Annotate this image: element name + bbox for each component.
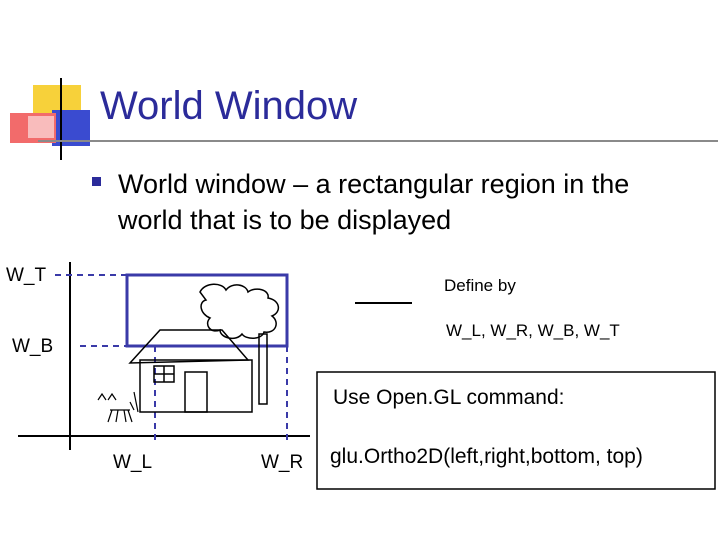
params-text: W_L, W_R, W_B, W_T <box>446 321 620 340</box>
world-axes <box>18 262 310 450</box>
label-w-r: W_R <box>261 452 304 473</box>
house-icon <box>128 329 253 413</box>
bullet-icon <box>92 177 101 186</box>
label-w-b: W_B <box>12 336 54 357</box>
title-decoration <box>10 78 718 160</box>
label-w-l: W_L <box>113 452 153 473</box>
smoke-cloud-icon <box>199 283 280 340</box>
world-window-rect <box>125 273 289 348</box>
define-by-text: Define by <box>444 276 516 295</box>
bullet-text: World window – a rectangular region in t… <box>118 169 630 235</box>
use-command-text: Use Open.GL command: <box>333 386 565 409</box>
label-w-t: W_T <box>6 265 47 286</box>
slide-title: World Window <box>100 84 358 128</box>
figure-icon <box>97 391 139 423</box>
command-box <box>316 371 716 490</box>
glu-command-text: glu.Ortho2D(left,right,bottom, top) <box>330 445 643 468</box>
chimney-icon <box>258 333 268 405</box>
